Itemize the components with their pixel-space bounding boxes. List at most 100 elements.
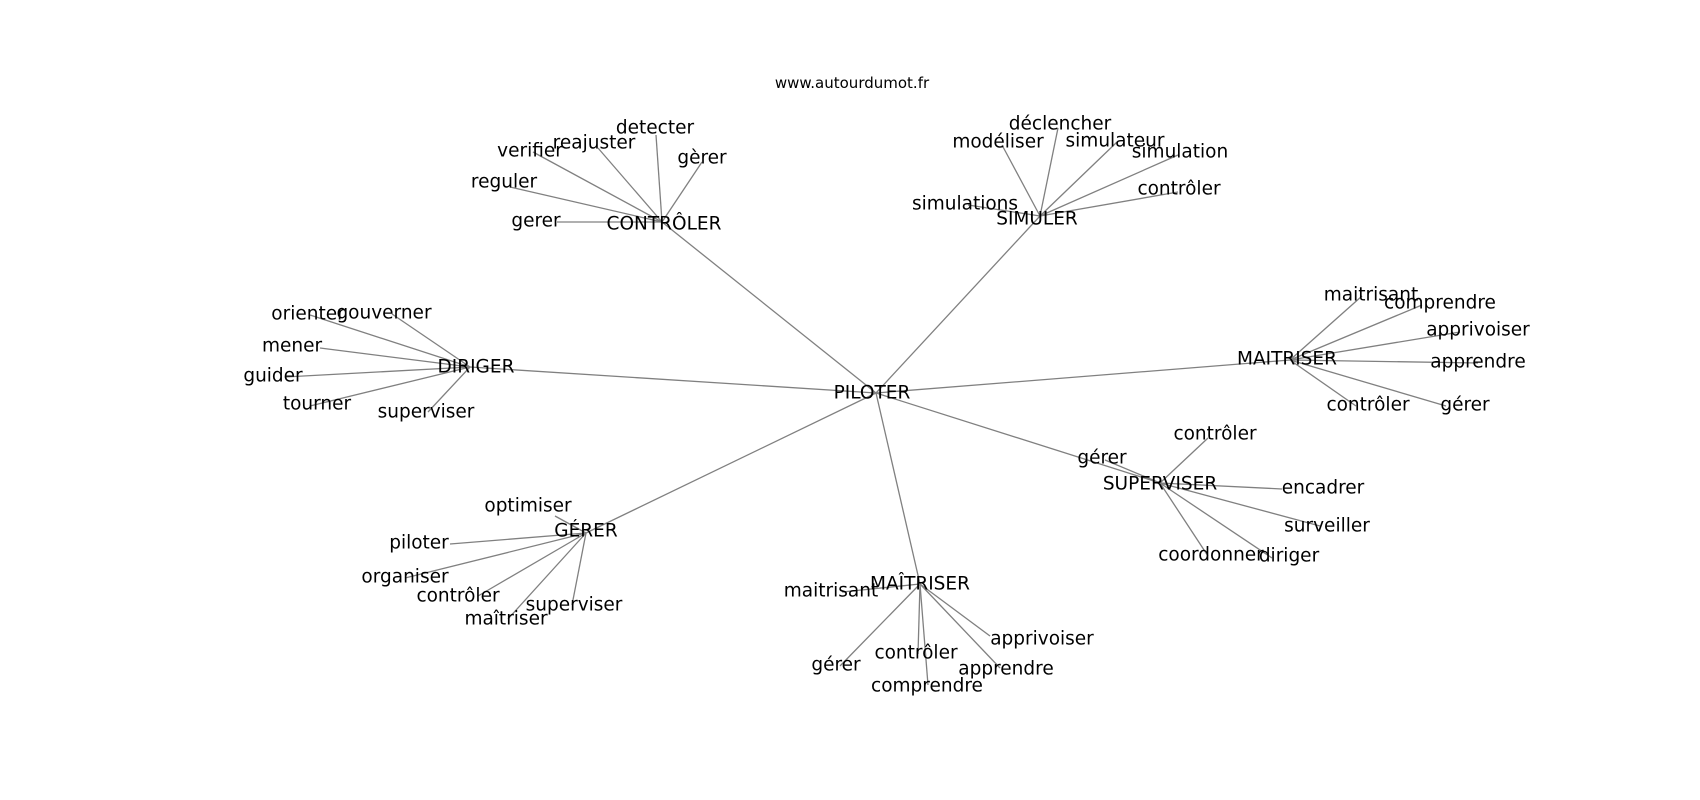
node-leaf-mener: mener	[262, 336, 323, 357]
edge-simuler-controler	[1039, 191, 1179, 217]
node-cluster-maitriser-3: MAITRISER	[1237, 349, 1337, 370]
edge-superviser-surveiller	[1159, 482, 1321, 527]
node-leaf-apprendre: apprendre	[958, 659, 1053, 680]
node-leaf-gerer: gérer	[1077, 448, 1127, 469]
node-leaf-apprivoiser: apprivoiser	[1426, 320, 1530, 341]
node-leaf-reguler: reguler	[471, 172, 538, 193]
edge-maitriser-apprendre	[1289, 359, 1479, 364]
edge-root-superviser	[875, 392, 1161, 484]
node-leaf-verifier: verifier	[497, 141, 563, 162]
edge-diriger-gouverner	[391, 313, 471, 368]
node-leaf-gerer: gérer	[811, 655, 861, 676]
edge-controler-detecter	[655, 134, 663, 223]
edge-diriger-superviser	[427, 366, 471, 413]
edge-maitriser-apprendre	[919, 583, 1001, 669]
node-leaf-controler: contrôler	[1137, 179, 1221, 200]
edge-maitriser-gerer	[839, 583, 921, 667]
node-leaf-guider: guider	[243, 366, 303, 387]
node-leaf-apprendre: apprendre	[1430, 352, 1525, 373]
node-leaf-simulateur: simulateur	[1066, 131, 1165, 152]
node-leaf-superviser: superviser	[378, 402, 475, 423]
edge-superviser-coordonner	[1159, 482, 1209, 557]
edge-gerer-controler	[477, 532, 587, 597]
edge-controler-reajuster	[597, 147, 663, 223]
edge-maitriser-controler	[1289, 359, 1357, 407]
node-leaf-organiser: organiser	[361, 567, 449, 588]
edge-superviser-controler	[1159, 437, 1209, 484]
node-leaf-controler: contrôler	[874, 643, 958, 664]
edge-maitriser-comprendre	[919, 583, 929, 686]
node-leaf-superviser: superviser	[526, 595, 623, 616]
node-cluster-maitriser-6: MAÎTRISER	[870, 573, 970, 595]
edge-superviser-encadrer	[1159, 482, 1283, 490]
node-leaf-reajuster: reajuster	[553, 133, 636, 154]
node-cluster-gerer-5: GÉRER	[554, 520, 618, 542]
node-leaf-controler: contrôler	[416, 586, 500, 607]
edge-superviser-diriger	[1159, 482, 1273, 559]
node-cluster-simuler-1: SIMULER	[996, 209, 1078, 230]
edge-gerer-maitriser	[507, 532, 587, 620]
node-leaf-maitrisant: maitrisant	[784, 581, 878, 602]
node-leaf-detecter: detecter	[616, 118, 695, 139]
node-leaf-controler: contrôler	[1173, 424, 1257, 445]
node-leaf-gerer: gèrer	[677, 148, 727, 169]
edge-simuler-simulations	[967, 204, 1041, 217]
node-leaf-maitrisant: maitrisant	[1324, 285, 1418, 306]
edge-controler-gerer	[661, 161, 703, 223]
edge-gerer-organiser	[404, 532, 587, 579]
node-cluster-superviser-4: SUPERVISER	[1103, 474, 1218, 495]
node-leaf-maitriser: maîtriser	[464, 609, 548, 630]
edge-gerer-superviser	[571, 532, 587, 606]
node-leaf-modeliser: modéliser	[952, 132, 1044, 153]
node-root-piloter: PILOTER	[834, 383, 911, 404]
node-cluster-diriger-2: DIRIGER	[438, 357, 515, 378]
edge-diriger-tourner	[309, 366, 471, 407]
edge-maitriser-maitrisant	[841, 583, 921, 593]
node-leaf-diriger: diriger	[1259, 546, 1320, 567]
node-leaf-gouverner: gouverner	[336, 303, 432, 324]
edge-maitriser-comprendre	[1289, 304, 1423, 361]
node-leaf-controler: contrôler	[1326, 395, 1410, 416]
edge-maitriser-apprivoiser	[919, 583, 991, 637]
edge-simuler-modeliser	[1001, 144, 1041, 217]
graph-edges	[284, 127, 1479, 686]
node-leaf-optimiser: optimiser	[484, 496, 572, 517]
edge-diriger-mener	[319, 347, 471, 368]
edge-maitriser-controler	[917, 583, 921, 655]
edge-simuler-simulation	[1039, 154, 1179, 217]
edge-maitriser-maitrisant	[1289, 295, 1363, 361]
edge-root-maitriser	[875, 359, 1291, 394]
edge-superviser-gerer	[1104, 459, 1161, 484]
node-leaf-coordonner: coordonner	[1158, 545, 1264, 566]
node-leaf-comprendre: comprendre	[871, 676, 983, 697]
node-leaf-gerer: gerer	[511, 211, 561, 232]
edge-diriger-guider	[284, 366, 471, 378]
edge-diriger-orienter	[309, 314, 471, 368]
node-leaf-tourner: tourner	[283, 394, 352, 415]
node-leaf-apprivoiser: apprivoiser	[990, 629, 1094, 650]
edge-simuler-declencher	[1039, 127, 1059, 217]
node-leaf-simulation: simulation	[1132, 142, 1228, 163]
edge-root-gerer	[585, 392, 877, 534]
node-leaf-surveiller: surveiller	[1284, 516, 1370, 537]
node-leaf-declencher: déclencher	[1009, 114, 1112, 135]
edge-root-diriger	[469, 366, 877, 394]
node-leaf-comprendre: comprendre	[1384, 293, 1496, 314]
edge-gerer-piloter	[449, 532, 587, 545]
edge-root-controler	[661, 221, 877, 394]
edge-controler-reguler	[509, 186, 663, 223]
edge-controler-verifier	[532, 151, 663, 223]
edge-root-maitriser	[875, 392, 921, 585]
node-cluster-controler-0: CONTRÔLER	[607, 213, 722, 235]
node-leaf-orienter: orienter	[271, 304, 345, 325]
edge-simuler-simulateur	[1039, 141, 1118, 217]
node-leaf-encadrer: encadrer	[1282, 478, 1365, 499]
node-leaf-gerer: gérer	[1440, 395, 1490, 416]
edge-maitriser-apprivoiser	[1289, 331, 1461, 361]
edge-root-simuler	[875, 215, 1041, 394]
edge-gerer-optimiser	[554, 515, 587, 534]
edge-maitriser-gerer	[1289, 359, 1447, 407]
graph-labels: www.autourdumot.fr PILOTER CONTRÔLER detec…	[243, 74, 1530, 697]
source-watermark: www.autourdumot.fr	[775, 74, 930, 92]
